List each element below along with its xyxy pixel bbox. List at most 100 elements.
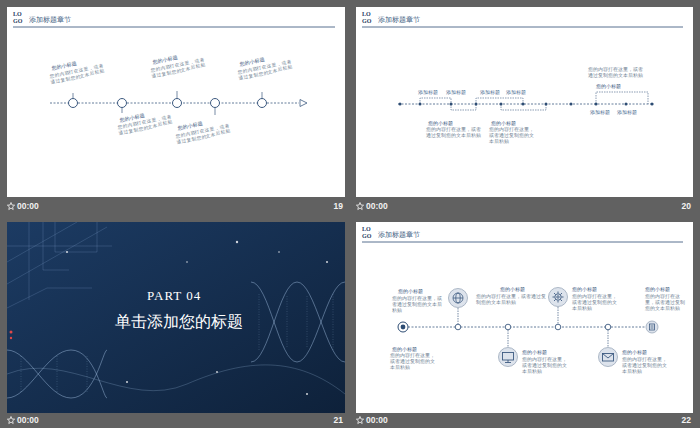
icon-circle	[449, 288, 659, 367]
leader-line	[458, 307, 608, 348]
light-dot	[236, 241, 238, 243]
gear-icon	[553, 297, 555, 298]
timeline-dot	[399, 103, 654, 106]
gear-icon	[558, 301, 559, 303]
timeline-dot	[69, 99, 267, 108]
leader-line	[458, 308, 459, 324]
start-target	[398, 322, 408, 332]
section-heading: 添加标题章节	[378, 16, 420, 24]
leader-line	[73, 91, 262, 115]
timeline-line	[50, 100, 307, 107]
gear-icon	[555, 294, 561, 300]
timeline-dot	[475, 103, 478, 106]
subtitle-text: 您的小标题	[522, 349, 547, 355]
timeline-illustration	[356, 7, 693, 197]
circuit-lines	[7, 222, 112, 308]
slide-ground	[7, 222, 345, 413]
timeline-dot	[173, 99, 182, 108]
timeline-dot	[118, 99, 127, 108]
header-rule	[362, 242, 683, 243]
body-text: 您的内容打在这里，或者通过复制您的文本后粘贴	[522, 357, 570, 375]
circuit-lines	[7, 288, 92, 308]
globe-icon	[453, 298, 463, 299]
mail-icon	[603, 354, 614, 359]
helix-rung	[21, 356, 22, 392]
slide-thumbnail: LO GO添加标题章节添加标题添加标题添加标题添加标题您的内容打在这里，或者通过…	[356, 7, 693, 197]
leader-line	[73, 93, 74, 99]
icon-circle	[599, 348, 618, 367]
subtitle-text: 您的小标题	[491, 120, 516, 126]
start-target	[401, 325, 406, 330]
gear-icon	[557, 296, 559, 298]
body-text: 您的内容打在这里，或者通过复制您的文本后粘贴	[572, 294, 620, 312]
section-heading: 添加标题章节	[29, 16, 71, 24]
timeline-dot	[258, 99, 267, 108]
footer-icon	[356, 203, 363, 210]
gear-icon	[561, 300, 563, 302]
gear-icon	[561, 293, 563, 295]
slide-thumbnail: PART 04单击添加您的标题	[7, 222, 345, 413]
timeline-bracket	[420, 98, 451, 104]
dna-helix	[7, 350, 107, 398]
timeline-dot	[651, 103, 654, 106]
gear-icon	[558, 292, 559, 294]
timeline-bracket	[476, 98, 523, 104]
body-text: 您的内容打在这里，或者通过复制您的文本后粘贴	[476, 294, 546, 306]
timeline-line	[300, 100, 307, 107]
page-number: 22	[682, 415, 691, 425]
timeline-line	[398, 104, 654, 105]
subtitle-text: 您的小标题	[596, 83, 621, 89]
timeline-dot	[455, 324, 461, 330]
timeline-bracket	[596, 92, 648, 104]
slide-ground	[7, 222, 345, 413]
mail-icon	[603, 354, 614, 362]
timeline-dot	[419, 103, 422, 106]
footer-icon	[7, 203, 14, 210]
body-text: 您的内容打在这里，或者通过复制您的文本后粘贴	[426, 127, 484, 139]
timeline-dot	[211, 99, 220, 108]
slide-duration: 00:00	[366, 201, 388, 211]
helix-rung	[333, 294, 334, 350]
globe-icon	[453, 293, 463, 303]
subtitle-text: 您的小标题	[392, 346, 417, 352]
gear-icon	[553, 292, 564, 303]
subtitle-text: 您的小标题	[645, 286, 670, 292]
subtitle-text: 您的小标题	[398, 288, 423, 294]
subtitle-text: 您的小标题	[500, 286, 525, 292]
start-target	[398, 322, 408, 332]
timeline-line	[398, 104, 654, 105]
timeline-dot	[570, 103, 573, 106]
dna-helix	[251, 282, 345, 362]
timeline-dot	[605, 324, 611, 330]
header-rule	[362, 27, 683, 28]
header-rule	[362, 242, 683, 243]
footer-icon	[7, 203, 363, 424]
light-dot	[216, 371, 218, 373]
light-dot	[186, 261, 188, 263]
light-dot	[66, 251, 68, 253]
timeline-dot	[545, 103, 548, 106]
body-text: 您的内容打在这里，或者通过复制您的文本后粘贴	[622, 357, 670, 375]
subtitle-text: 您的小标题	[622, 349, 647, 355]
timeline-dot	[595, 103, 598, 106]
circuit-lines	[55, 222, 97, 252]
helix-rung	[287, 296, 288, 348]
timeline-bracket	[451, 104, 476, 110]
accent-dot	[10, 331, 13, 334]
timeline-dot	[625, 103, 628, 106]
body-text: 您的内容打在这里，或者通过复制您的文本后粘贴	[645, 294, 687, 312]
gear-icon	[554, 300, 556, 302]
header-rule	[13, 27, 335, 28]
tick-label: 添加标题	[617, 110, 637, 115]
logo-mark: LO GO	[13, 11, 23, 24]
circuit-lines	[7, 246, 112, 247]
body-text: 您的内容打在这里，或者通过复制您的文本后粘贴	[588, 67, 643, 79]
light-dot	[126, 381, 128, 383]
dna-helix	[251, 282, 345, 362]
tick-label: 添加标题	[506, 90, 526, 95]
logo-mark: LO GO	[362, 226, 372, 239]
timeline-illustration	[7, 7, 345, 197]
globe-icon	[453, 293, 463, 303]
helix-rung	[307, 296, 308, 348]
tick-label: 添加标题	[590, 110, 610, 115]
